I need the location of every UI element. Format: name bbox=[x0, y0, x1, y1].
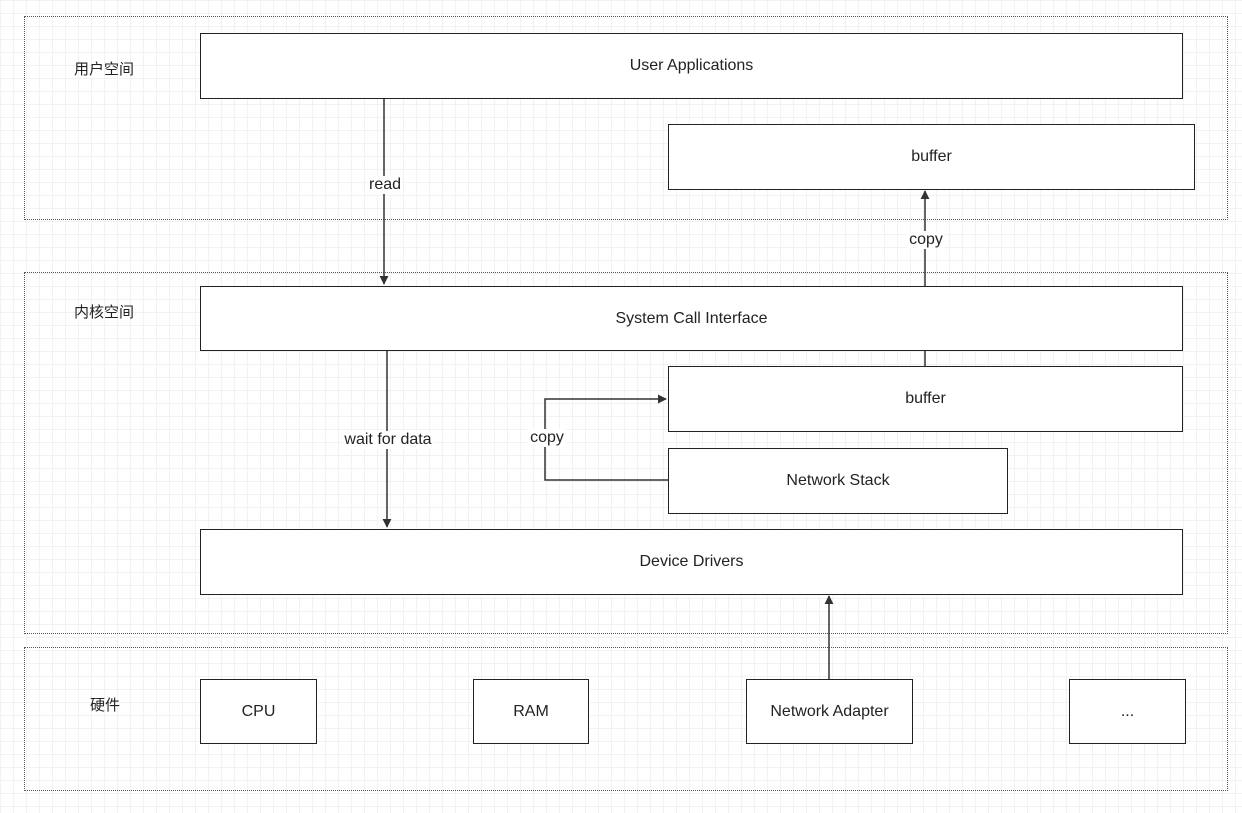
device-drivers-box: Device Drivers bbox=[200, 529, 1183, 595]
user-buffer-box: buffer bbox=[668, 124, 1195, 190]
cpu-box: CPU bbox=[200, 679, 317, 744]
wait-for-data-label: wait for data bbox=[342, 431, 434, 449]
kernel-space-label: 内核空间 bbox=[74, 303, 135, 321]
user-space-region bbox=[24, 16, 1228, 220]
user-applications-box: User Applications bbox=[200, 33, 1183, 99]
copy-to-user-label: copy bbox=[907, 231, 945, 249]
network-adapter-box: Network Adapter bbox=[746, 679, 913, 744]
hardware-label: 硬件 bbox=[90, 696, 121, 714]
user-space-label: 用户空间 bbox=[74, 60, 135, 78]
ram-box: RAM bbox=[473, 679, 589, 744]
more-hardware-box: ... bbox=[1069, 679, 1186, 744]
kernel-space-region bbox=[24, 272, 1228, 634]
system-call-interface-box: System Call Interface bbox=[200, 286, 1183, 351]
copy-to-kernel-buffer-label: copy bbox=[528, 429, 566, 447]
hardware-region bbox=[24, 647, 1228, 791]
kernel-buffer-box: buffer bbox=[668, 366, 1183, 432]
read-label: read bbox=[366, 176, 404, 194]
network-stack-box: Network Stack bbox=[668, 448, 1008, 514]
